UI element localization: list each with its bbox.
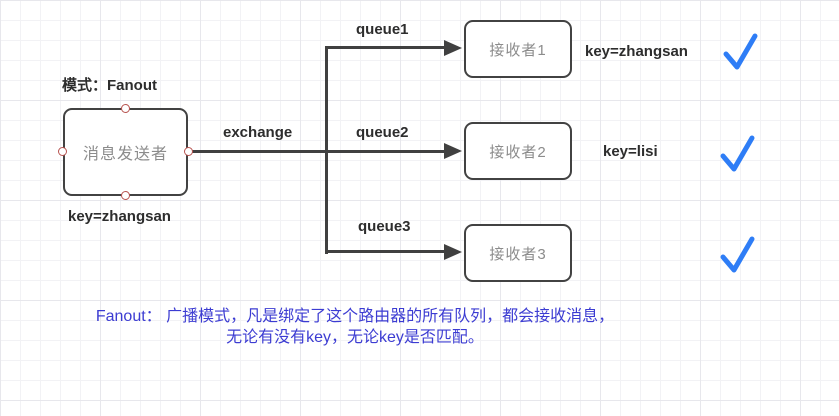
receiver2-node[interactable]: 接收者2 (464, 122, 572, 180)
receiver2-key-label: key=lisi (603, 143, 658, 160)
queue3-label: queue3 (358, 218, 411, 235)
fanout-note: Fanout： 广播模式，凡是绑定了这个路由器的所有队列，都会接收消息， 无论有… (10, 306, 700, 348)
arrowhead-queue3-icon (444, 244, 462, 260)
sender-node[interactable]: 消息发送者 (63, 108, 188, 196)
receiver2-node-label: 接收者2 (489, 143, 547, 161)
sender-key-label: key=zhangsan (68, 208, 171, 225)
arrowhead-queue2-icon (444, 143, 462, 159)
exchange-label: exchange (223, 124, 293, 141)
edge-queue3 (325, 250, 444, 253)
receiver3-node-label: 接收者3 (489, 245, 547, 263)
receiver1-key-label: key=zhangsan (585, 43, 688, 60)
edge-exchange-main (189, 150, 444, 153)
mode-label: 模式：Fanout (62, 77, 157, 94)
receiver1-node-label: 接收者1 (489, 41, 547, 59)
receiver3-node[interactable]: 接收者3 (464, 224, 572, 282)
check-icon (720, 236, 755, 273)
queue2-label: queue2 (356, 124, 409, 141)
arrowhead-queue1-icon (444, 40, 462, 56)
queue1-label: queue1 (356, 21, 409, 38)
check-icon (723, 33, 758, 70)
edge-queue1 (325, 46, 444, 49)
connection-handle-bottom[interactable] (121, 191, 130, 200)
connection-handle-right[interactable] (184, 147, 193, 156)
check-icon (720, 135, 755, 172)
connection-handle-top[interactable] (121, 104, 130, 113)
connection-handle-left[interactable] (58, 147, 67, 156)
fanout-note-line2: 无论有没有key，无论key是否匹配。 (226, 329, 484, 346)
sender-node-label: 消息发送者 (82, 146, 168, 163)
edge-fanout-vertical (325, 46, 328, 254)
fanout-note-line1: Fanout： 广播模式，凡是绑定了这个路由器的所有队列，都会接收消息， (95, 308, 615, 325)
receiver1-node[interactable]: 接收者1 (464, 20, 572, 78)
